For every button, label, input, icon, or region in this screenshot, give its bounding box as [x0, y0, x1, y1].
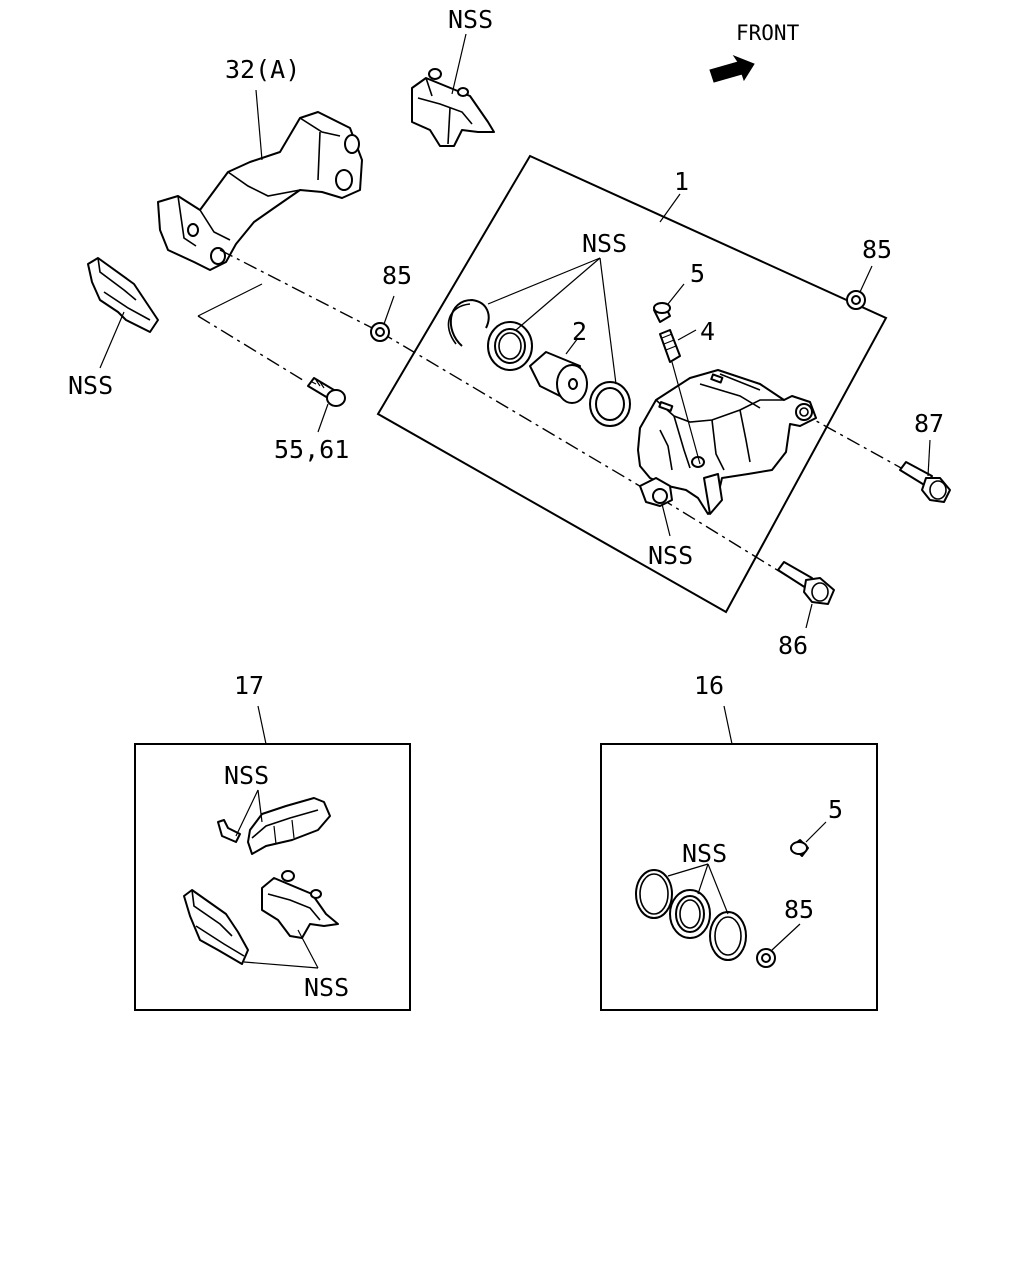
nss-clip-top: [411, 68, 495, 147]
nss-clip-left: [87, 257, 159, 333]
callout-kit17-nss-bottom: NSS: [304, 973, 349, 1002]
bolt-55-61: [307, 377, 346, 407]
kit16-dust-seal: [669, 889, 711, 939]
piston-seal: [589, 381, 631, 427]
snap-ring: [447, 299, 490, 347]
callout-nss-left: NSS: [68, 371, 113, 400]
caliper-body: [637, 369, 817, 515]
washer-85-right: [846, 290, 866, 310]
callout-85-right: 85: [862, 235, 892, 264]
callout-87: 87: [914, 409, 944, 438]
front-label: FRONT: [736, 21, 800, 45]
callout-55-61: 55,61: [274, 435, 349, 464]
kit-16-box: [600, 743, 878, 1011]
callout-kit16-85: 85: [784, 895, 814, 924]
callout-2: 2: [572, 317, 587, 346]
piston-2: [529, 351, 588, 404]
callout-kit16-5: 5: [828, 795, 843, 824]
callout-5: 5: [690, 259, 705, 288]
front-arrow-icon: [709, 54, 755, 83]
callout-nss-top: NSS: [448, 5, 493, 34]
callout-86: 86: [778, 631, 808, 660]
callout-kit16-nss: NSS: [682, 839, 727, 868]
front-indicator: FRONT: [709, 21, 800, 83]
kit-17-box: [134, 743, 411, 1011]
callout-kit17-nss-top: NSS: [224, 761, 269, 790]
brake-pad: [247, 797, 331, 855]
kit17-clip-right: [261, 870, 339, 939]
dust-seal: [487, 321, 533, 371]
bleeder-screw-4: [659, 329, 681, 363]
kit17-clip-left: [183, 889, 249, 965]
kit16-washer: [756, 948, 776, 968]
callout-32a: 32(A): [225, 55, 300, 84]
callout-nss-caliper: NSS: [648, 541, 693, 570]
pad-shim: [217, 819, 241, 843]
callout-1: 1: [674, 167, 689, 196]
bleeder-cap-5: [653, 302, 671, 323]
washer-85-left: [370, 322, 390, 342]
kit16-piston-seal: [709, 911, 747, 961]
kit16-o-ring: [635, 869, 673, 919]
callout-85-left: 85: [382, 261, 412, 290]
caliper-bracket-32a: [157, 111, 363, 271]
callout-16: 16: [694, 671, 724, 700]
callout-4: 4: [700, 317, 715, 346]
callout-nss-seals: NSS: [582, 229, 627, 258]
kit16-bleeder-cap: [790, 839, 809, 857]
callout-17: 17: [234, 671, 264, 700]
bolt-87: [899, 461, 951, 503]
bolt-86: [777, 561, 835, 605]
caliper-assembly-box: [376, 154, 888, 614]
